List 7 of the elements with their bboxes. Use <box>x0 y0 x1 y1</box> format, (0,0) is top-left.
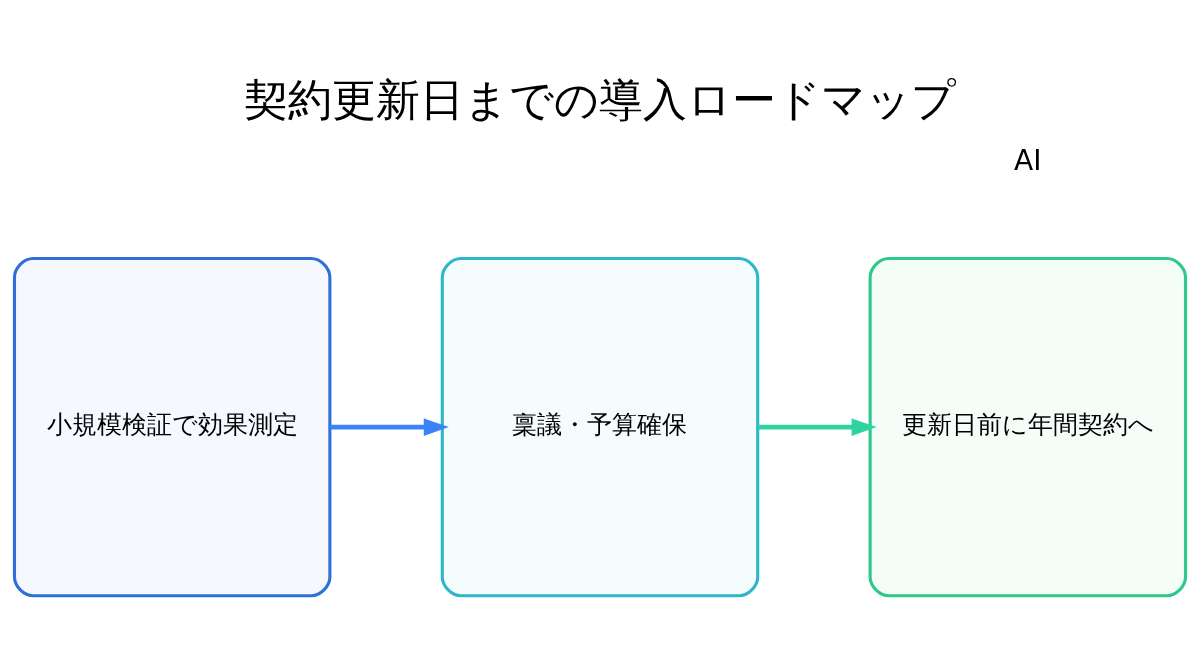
label: AI <box>1014 143 1042 177</box>
arrow <box>330 417 449 436</box>
node-box: 小規模検証で効果測定 <box>12 256 332 597</box>
node-box: 稟議・予算確保 <box>440 256 760 597</box>
node-box: 更新日前に年間契約へ <box>868 256 1188 597</box>
diagram-title: 契約更新日までの導入ロードマップ <box>244 73 956 125</box>
arrow <box>757 417 877 436</box>
